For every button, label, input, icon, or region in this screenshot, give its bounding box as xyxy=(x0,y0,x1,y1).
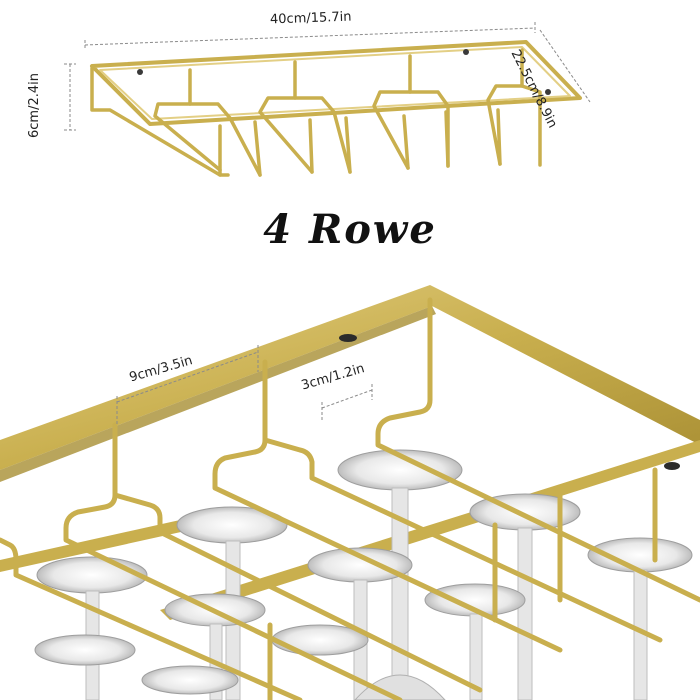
top-rack-rails xyxy=(90,48,542,177)
closeup-screw-holes xyxy=(339,334,680,470)
width-dimension-line xyxy=(84,22,536,50)
slot-width-dimension-line xyxy=(116,345,259,425)
top-rack-screw-holes xyxy=(137,49,551,95)
top-rack-illustration xyxy=(64,22,591,177)
wine-glasses xyxy=(34,449,693,700)
product-headline: 4 Rowe xyxy=(263,206,437,253)
top-rack-frame xyxy=(90,40,582,126)
height-dimension-line xyxy=(64,63,76,131)
closeup-frame xyxy=(0,285,700,620)
closeup-rails xyxy=(0,297,700,700)
slot-gap-dimension-line xyxy=(321,384,373,420)
